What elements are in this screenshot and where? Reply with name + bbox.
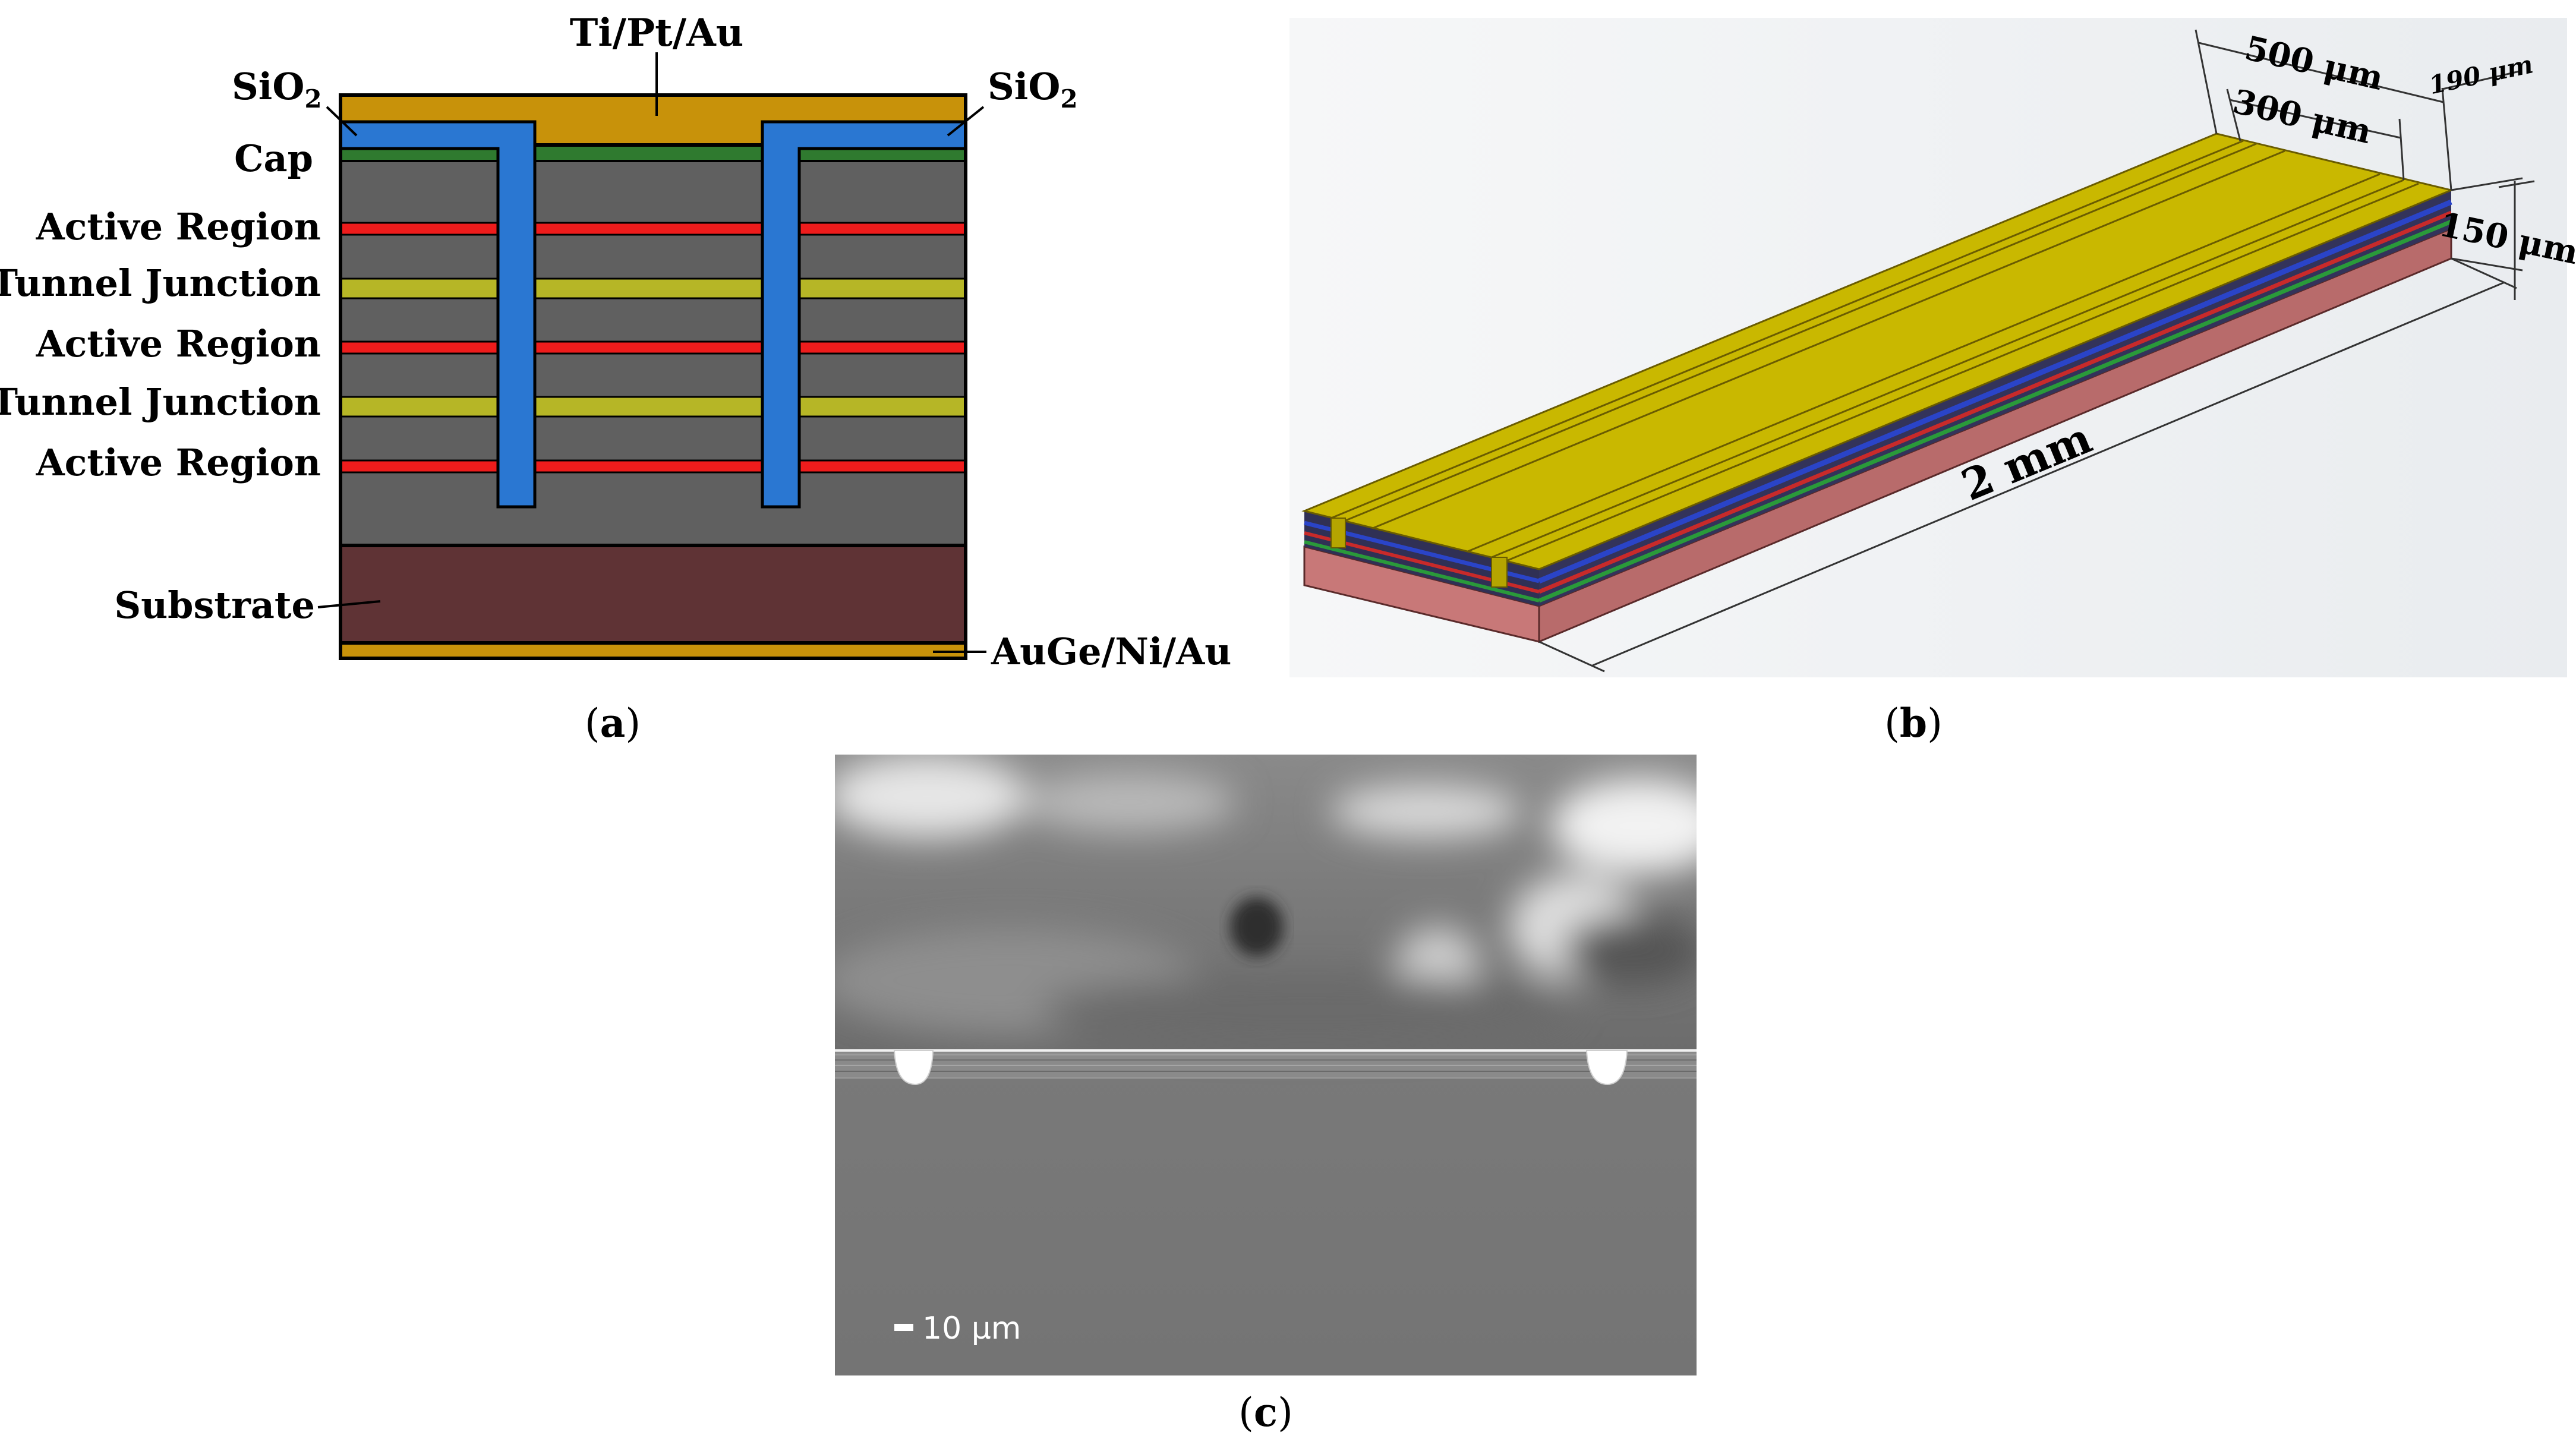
panel-a-cross-section: Ti/Pt/Au SiO2 SiO2 Cap Active Region Tun… [0, 11, 1231, 746]
ridge-groove [1344, 143, 2257, 522]
label-sio2-right: SiO2 [988, 65, 1078, 113]
dimension-lines [1538, 29, 2535, 673]
sem-scale-label: 10 μm [922, 1311, 1021, 1346]
sem-bright-blobs [835, 755, 1697, 1046]
substrate-layer [339, 544, 967, 645]
leader-sio2-left [326, 106, 358, 137]
caption-c: (c) [1238, 1389, 1293, 1435]
tunnel-junction-2 [339, 396, 967, 418]
label-tunnel-junction-2: Tunnel Junction [0, 380, 321, 424]
sem-dark-hole [1230, 897, 1284, 957]
sem-micrograph: 10 μm [835, 755, 1697, 1375]
active-region-3 [339, 459, 967, 474]
label-cap: Cap [234, 137, 313, 180]
active-region-2 [339, 340, 967, 355]
tunnel-junction-1 [339, 277, 967, 299]
panel-b-3d-render: 500 μm 190 μm 300 μm 150 μm 2 mm (b) [1289, 18, 2576, 746]
caption-a: (a) [585, 700, 641, 746]
label-active-region-1: Active Region [36, 205, 321, 248]
ridge-groove [1467, 173, 2380, 553]
label-top-metal: Ti/Pt/Au [570, 11, 744, 55]
ridge-front-left [1330, 518, 1346, 548]
ridge-groove [1506, 182, 2419, 562]
ridge-groove [1330, 140, 2244, 519]
ridge-groove [1491, 179, 2404, 559]
stack-outline [339, 93, 967, 660]
label-tunnel-junction-1: Tunnel Junction [0, 261, 321, 305]
label-active-region-3: Active Region [36, 441, 321, 484]
caption-b: (b) [1884, 700, 1943, 746]
bottom-metal-layer [339, 641, 967, 660]
panel-c-sem-image: 10 μm (c) [835, 755, 1697, 1435]
sem-scale-bar [894, 1324, 913, 1331]
label-active-region-2: Active Region [36, 322, 321, 365]
active-region-1 [339, 222, 967, 236]
epi-layers-front [1304, 511, 1539, 606]
side-layer-stripe [1538, 219, 2452, 603]
ridge-front-right [1491, 557, 1508, 588]
sem-trench-right [1585, 1050, 1628, 1086]
sem-trench-left [893, 1050, 934, 1086]
label-sio2-left: SiO2 [232, 65, 322, 113]
side-layer-stripe [1538, 199, 2452, 584]
front-layer-stripe [1304, 540, 1540, 602]
leader-substrate [317, 600, 381, 608]
side-layer-stripe [1538, 210, 2452, 594]
leader-sio2-right [947, 106, 985, 137]
label-substrate: Substrate [114, 583, 315, 627]
label-bottom-metal: AuGe/Ni/Au [991, 630, 1231, 673]
ridge-groove [1372, 150, 2285, 529]
